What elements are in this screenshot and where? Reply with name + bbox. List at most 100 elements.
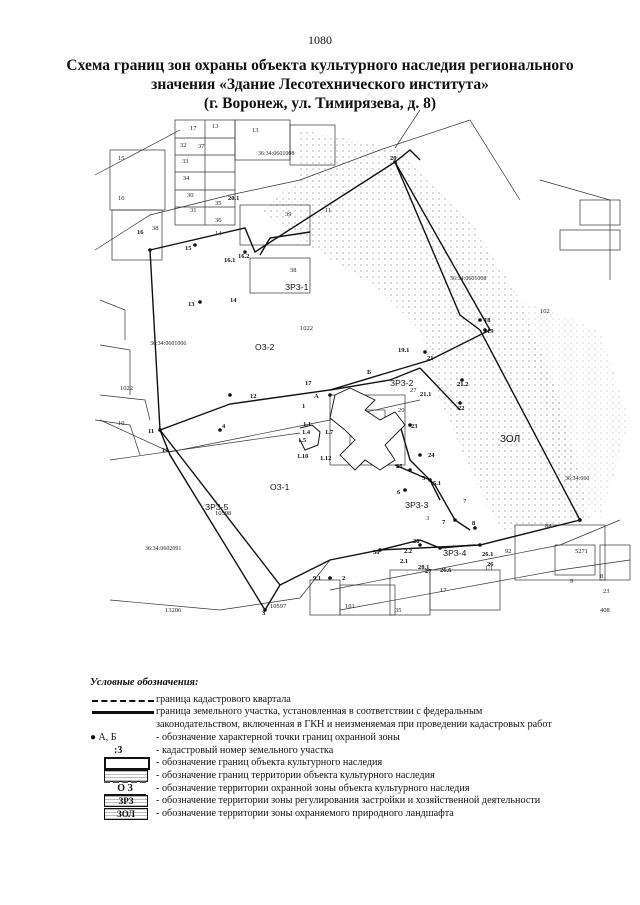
legend-item-object-boundary: - обозначение границ объекта культурного…	[90, 757, 610, 771]
point-label: 1.5	[298, 437, 307, 444]
parcel-number: 8	[600, 573, 603, 580]
parcel-number: 9	[570, 578, 573, 585]
point-label: 30	[373, 549, 380, 556]
point-label: 9.1	[313, 575, 321, 582]
parcel-number: 36	[215, 217, 222, 224]
cadastral-labels: 36:34:0601008 36:34:0601006 36:34:060100…	[145, 151, 589, 552]
map-title: Схема границ зон охраны объекта культурн…	[0, 56, 640, 113]
parcel-number: 20	[398, 407, 405, 414]
parcel-number: 37	[198, 143, 205, 150]
point-labels: 2020.116151416.116.213181919.12121.121.2…	[137, 155, 582, 617]
point-label: 26.1	[482, 551, 493, 558]
title-line-2: значения «Здание Лесотехнического инстит…	[151, 76, 489, 93]
object-boundary-symbol	[90, 757, 156, 771]
parcel-number: 13	[252, 127, 259, 134]
zrz-symbol: ЗРЗ	[104, 795, 148, 808]
parcel-number: 1022	[120, 385, 133, 392]
point-label: 26	[487, 561, 494, 568]
point-label: 1.4	[302, 429, 311, 436]
point-label: 2.1	[400, 558, 408, 565]
parcel-number: 23	[603, 588, 610, 595]
legend: Условные обозначения: граница кадастрово…	[90, 677, 610, 821]
zone-label-zrz-3: ЗРЗ-3	[405, 500, 429, 510]
zone-boundaries	[149, 149, 581, 612]
point-label: 10	[162, 447, 169, 454]
point-label: 24	[428, 452, 435, 459]
zone-label-zrz-1: ЗРЗ-1	[285, 282, 309, 292]
cadastral-label: 36:34:0601008	[258, 151, 294, 157]
point-label: 21.2	[457, 381, 468, 388]
parcel-number: 16	[118, 195, 125, 202]
parcel-number: 30	[187, 192, 194, 199]
parcel-number: 31	[190, 207, 197, 214]
point-label: 1.1	[303, 421, 311, 428]
parcel-number: 11	[325, 207, 331, 214]
title-line-3: (г. Воронеж, ул. Тимирязева, д. 8)	[203, 95, 437, 112]
point-label: Б	[367, 369, 371, 376]
point-label: 14	[230, 297, 237, 304]
quarter-boundary-symbol	[90, 694, 156, 706]
legend-text: - обозначение территории зоны охраняемог…	[156, 808, 454, 820]
point-label: 17	[305, 380, 312, 387]
zone-label-zrz-5: ЗРЗ-5	[205, 502, 229, 512]
parcel-numbers: 1737323334303135363839141313151638111022…	[118, 123, 610, 614]
point-label: 18	[484, 317, 491, 324]
parcel-number: 35	[215, 200, 222, 207]
parcel-number: 101	[345, 603, 355, 610]
point-label: 20	[390, 155, 397, 162]
boundary-points	[148, 160, 582, 612]
parcel-number: 84	[545, 523, 552, 530]
legend-text: - обозначение территории зоны регулирова…	[156, 795, 541, 807]
page-number: 1080	[308, 33, 332, 47]
parcel-lines	[94, 110, 631, 616]
legend-item-parcel: граница земельного участка, установленна…	[90, 706, 610, 719]
cadastral-label: 36:34:0601006	[150, 341, 186, 347]
parcel-number: 17	[440, 587, 447, 594]
parcel-number: 35	[395, 607, 402, 614]
point-label: 20.1	[228, 195, 239, 202]
point-label: 7	[442, 519, 446, 526]
point-label: 2	[342, 575, 345, 582]
point-label: 21	[427, 355, 434, 362]
legend-text: законодательством, включенная в ГКН и не…	[156, 719, 552, 731]
parcel-number: 408	[600, 607, 610, 614]
point-label: 22	[458, 405, 465, 412]
point-label: 3	[262, 610, 266, 617]
point-label: 1	[302, 403, 305, 410]
point-label: 8	[472, 520, 476, 527]
point-label: 6	[397, 489, 401, 496]
legend-item-zol: ЗОЛ - обозначение территории зоны охраня…	[90, 808, 610, 821]
legend-text: - кадастровый номер земельного участка	[156, 744, 334, 756]
parcel-number: 10598	[215, 510, 231, 517]
point-label: 25	[396, 463, 403, 470]
legend-title: Условные обозначения:	[90, 677, 199, 688]
parcel-number: 34	[183, 175, 190, 182]
zone-labels: ЗРЗ-1 ОЗ-2 ЗРЗ-2 ЗОЛ ОЗ-1 ЗРЗ-3 ЗРЗ-5 ЗР…	[205, 282, 520, 558]
heritage-object-outline	[299, 424, 321, 451]
point-label: 26.6	[440, 567, 452, 574]
legend-text: - обозначение границ территории объекта …	[156, 769, 435, 781]
parcel-number: 13	[212, 123, 219, 130]
point-label: 15	[185, 245, 192, 252]
point-label: 4	[222, 423, 226, 430]
parcel-number: 3	[426, 515, 429, 522]
legend-item-parcel-cont: законодательством, включенная в ГКН и не…	[90, 719, 610, 732]
point-label: А	[314, 393, 319, 400]
legend-item-quarter: граница кадастрового квартала	[90, 694, 610, 707]
point-label: 21.1	[420, 391, 431, 398]
parcel-number: 38	[152, 225, 159, 232]
point-label: 16.1	[224, 257, 235, 264]
cadastral-label: 36:34:060	[565, 476, 589, 482]
point-label: 19	[487, 328, 494, 335]
legend-text: граница кадастрового квартала	[156, 693, 291, 705]
zone-label-zrz-2: ЗРЗ-2	[390, 378, 414, 388]
parcel-number: 10597	[270, 603, 287, 610]
point-label: 1.12	[320, 455, 331, 462]
point-label: 9	[578, 517, 582, 524]
point-label: 2.2	[404, 548, 412, 555]
legend-text: - обозначение характерной точки границ о…	[156, 731, 400, 743]
cadastral-label: 36:34:0601008	[450, 276, 486, 282]
parcel-number: 13206	[165, 607, 182, 614]
point-label: 28.1	[418, 564, 429, 571]
parcel-number: 27	[410, 387, 417, 394]
